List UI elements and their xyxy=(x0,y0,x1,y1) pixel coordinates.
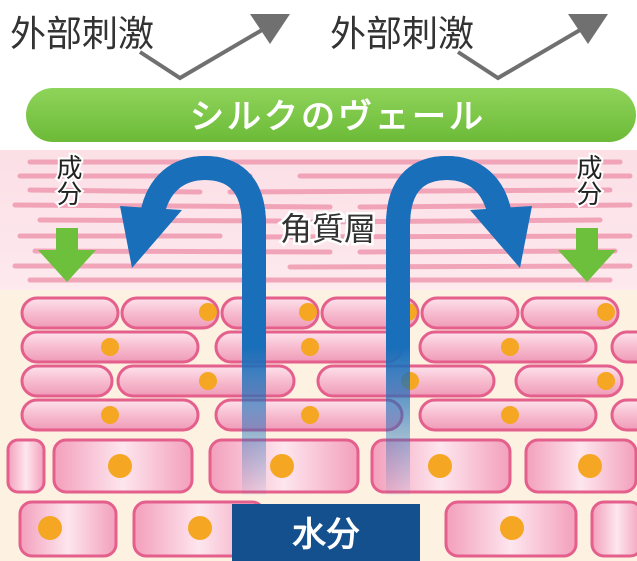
ingredient-arrow-left: 成分 xyxy=(38,152,96,282)
moisture-label: 水分 xyxy=(292,515,360,555)
stimulus-arrow-left xyxy=(138,14,290,81)
external-stimulus-label-right: 外部刺激 xyxy=(330,14,474,55)
ingredient-label-left: 成分 xyxy=(52,154,82,206)
stimulus-arrow-right xyxy=(456,14,608,81)
ingredient-arrow-right: 成分 xyxy=(558,152,616,282)
moisture-arrow-right xyxy=(386,155,532,495)
silk-veil-label: シルクのヴェール xyxy=(190,97,486,137)
cell-row-5 xyxy=(6,438,637,494)
external-stimulus-label-left: 外部刺激 xyxy=(10,14,154,55)
cell-nuclei xyxy=(38,303,615,540)
moisture-box: 水分 xyxy=(232,504,420,561)
moisture-arrow-left xyxy=(120,155,266,495)
silk-veil: シルクのヴェール xyxy=(26,88,636,142)
ingredient-label-right: 成分 xyxy=(572,154,602,206)
stratum-corneum-label: 角質層 xyxy=(280,210,376,248)
